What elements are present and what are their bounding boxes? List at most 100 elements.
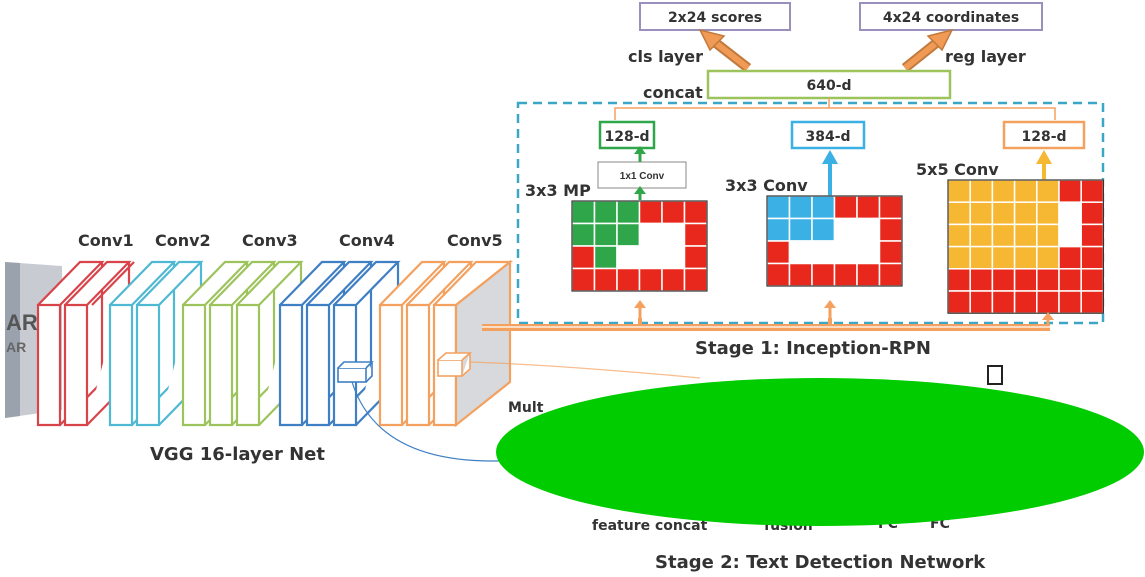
grid-cell (661, 267, 686, 292)
grid-cell (1080, 201, 1105, 226)
grid-cell (969, 201, 994, 226)
stage2-feature-concat-label: feature concat (592, 518, 708, 534)
grid-cell (1036, 223, 1060, 248)
grid-cell (1013, 268, 1038, 292)
grid-cell (683, 267, 708, 292)
grid-cell (788, 195, 813, 220)
grid-cell (593, 245, 618, 270)
grid-cell (991, 245, 1016, 270)
vgg-labels: Conv1 Conv2 Conv3 Conv4 Conv5 VGG 16-lay… (78, 231, 503, 465)
grid-cell (947, 201, 971, 226)
grid-cell (661, 200, 686, 225)
grid-cell (1036, 201, 1060, 226)
grid-cell (1013, 179, 1038, 203)
grid-cell (1080, 179, 1105, 203)
grid-cell (766, 195, 791, 220)
cls-arrow (698, 28, 752, 72)
grid-cell (969, 245, 994, 270)
conv3-out-dim: 384-d (805, 129, 850, 145)
grid-cell (1058, 290, 1082, 314)
cls-reg-arrows: cls layer reg layer (628, 28, 1026, 72)
one-by-one-conv-label: 1x1 Conv (620, 171, 665, 182)
grid-cell (833, 217, 858, 242)
conv3-label: 3x3 Conv (725, 176, 808, 195)
conv5-grid (947, 179, 1105, 314)
grid-cell (1058, 268, 1082, 292)
grid-cell (991, 268, 1016, 292)
branch-conv5: 128-d 5x5 Conv (916, 120, 1105, 328)
grid-cell (766, 240, 791, 265)
grid-cell (856, 195, 881, 220)
stage1-label: Stage 1: Inception-RPN (695, 338, 931, 359)
grid-cell (1036, 245, 1060, 270)
mp-grid (571, 200, 708, 292)
grid-cell (856, 262, 881, 287)
grid-cell (661, 222, 686, 247)
grid-cell (969, 290, 994, 314)
grid-cell (1080, 290, 1105, 314)
grid-cell (616, 245, 641, 270)
grid-cell (683, 222, 708, 247)
grid-cell (969, 179, 994, 203)
reg-arrow (901, 28, 954, 72)
grid-cell (788, 262, 813, 287)
grid-cell (1013, 201, 1038, 226)
scores-label: 2x24 scores (668, 10, 762, 26)
grid-cell (1013, 290, 1038, 314)
conv3-label: Conv3 (242, 231, 298, 250)
grid-cell (571, 245, 596, 270)
grid-cell (1080, 268, 1105, 292)
grid-cell (969, 268, 994, 292)
occluding-ellipse (496, 378, 1144, 526)
grid-cell (683, 200, 708, 225)
grid-cell (1058, 201, 1082, 226)
grid-cell (683, 245, 708, 270)
feature-window-conv4 (337, 361, 374, 383)
branch-mp: 128-d 1x1 Conv 3x3 MP (525, 120, 708, 320)
grid-cell (571, 222, 596, 247)
coordinates-label: 4x24 coordinates (883, 10, 1019, 26)
grid-cell (1080, 245, 1105, 270)
grid-cell (1013, 245, 1038, 270)
stage2-mult-label: Mult (508, 400, 544, 416)
grid-cell (991, 201, 1016, 226)
grid-cell (1080, 223, 1105, 248)
grid-cell (947, 245, 971, 270)
feature-feed-line (482, 318, 1050, 331)
grid-cell (833, 262, 858, 287)
conv3-out-box (790, 120, 866, 150)
grid-cell (593, 267, 618, 292)
conv2-label: Conv2 (155, 231, 211, 250)
grid-cell (593, 222, 618, 247)
grid-cell (947, 268, 971, 292)
branch-conv3: 384-d 3x3 Conv (725, 120, 903, 320)
concat-block: concat 640-d (614, 69, 1056, 120)
grid-cell (788, 217, 813, 242)
conv5-label: Conv5 (447, 231, 503, 250)
grid-cell (833, 195, 858, 220)
conv5-branch-label: 5x5 Conv (916, 160, 999, 179)
conv1-label: Conv1 (78, 231, 134, 250)
svg-text:AR: AR (6, 310, 38, 335)
grid-cell (571, 267, 596, 292)
grid-cell (811, 262, 836, 287)
grid-cell (856, 217, 881, 242)
grid-cell (811, 195, 836, 220)
grid-cell (766, 262, 791, 287)
grid-cell (811, 240, 836, 265)
grid-cell (947, 223, 971, 248)
grid-cell (878, 240, 903, 265)
grid-cell (616, 222, 641, 247)
concat-label: concat (643, 83, 703, 102)
conv3-grid (766, 195, 903, 287)
one-by-one-conv-box (597, 161, 687, 189)
grid-cell (991, 179, 1016, 203)
grid-cell (947, 290, 971, 314)
vgg-stacks (36, 259, 701, 462)
scores-box (639, 2, 791, 31)
mp-label: 3x3 MP (525, 181, 591, 200)
coordinates-box (859, 2, 1043, 31)
grid-cell (766, 217, 791, 242)
grid-cell (1036, 290, 1060, 314)
